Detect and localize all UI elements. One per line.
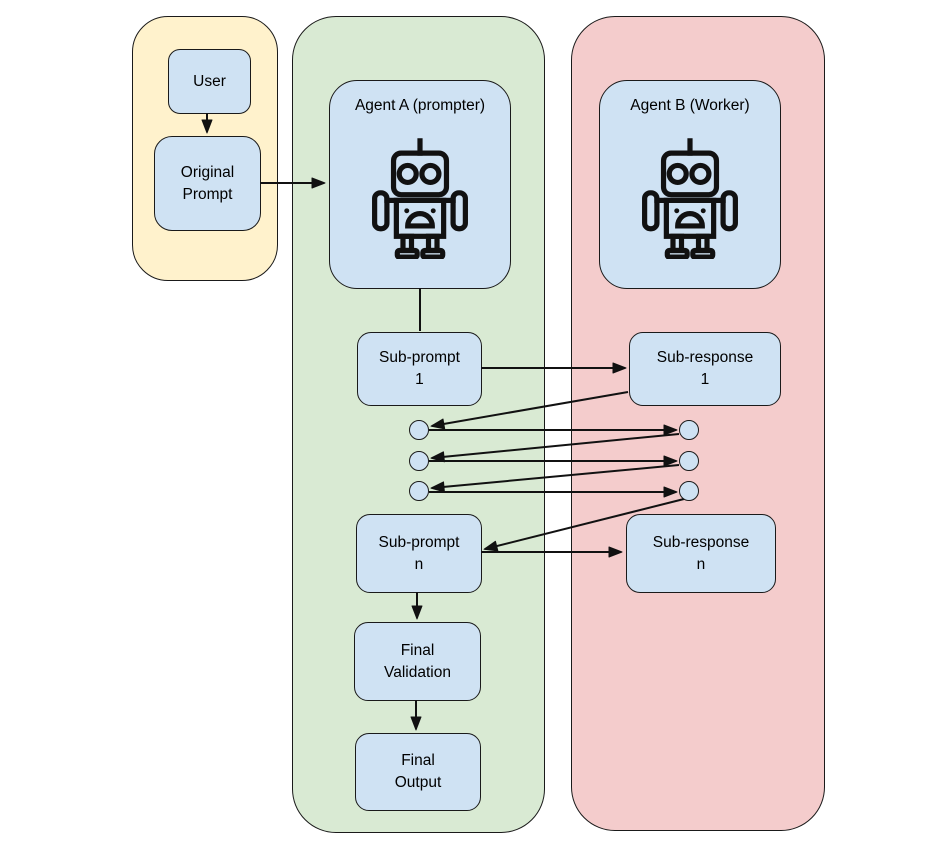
dot-left-3 [409,481,429,501]
node-agent-a: Agent A (prompter) [329,80,511,289]
node-original-prompt: Original Prompt [154,136,261,231]
dot-right-3 [679,481,699,501]
agent-b-lane: Agent B (Worker) Sub-response 1 Sub-resp… [571,16,825,831]
node-final-validation: Final Validation [354,622,481,701]
node-sub-prompt-1-label: Sub-prompt 1 [379,349,460,388]
node-sub-response-1: Sub-response 1 [629,332,781,406]
node-final-validation-label: Final Validation [384,641,451,681]
node-user: User [168,49,251,114]
node-final-output: Final Output [355,733,481,811]
dot-right-2 [679,451,699,471]
dot-left-2 [409,451,429,471]
node-agent-b: Agent B (Worker) [599,80,781,289]
node-sub-prompt-1: Sub-prompt 1 [357,332,482,406]
dot-right-1 [679,420,699,440]
node-user-label: User [193,72,226,90]
node-agent-a-label: Agent A (prompter) [354,97,486,114]
node-agent-b-label: Agent B (Worker) [630,97,750,114]
node-sub-prompt-n: Sub-prompt n [356,514,482,593]
node-sub-response-n: Sub-response n [626,514,776,593]
node-sub-prompt-n-label: Sub-prompt n [378,533,460,573]
robot-icon [368,138,472,259]
user-lane: User Original Prompt [132,16,278,281]
node-sub-response-1-label: Sub-response 1 [656,349,754,388]
robot-icon [638,138,742,259]
node-final-output-label: Final Output [394,752,442,791]
node-sub-response-n-label: Sub-response n [652,533,750,573]
node-original-prompt-label: Original Prompt [180,163,235,203]
dot-left-1 [409,420,429,440]
